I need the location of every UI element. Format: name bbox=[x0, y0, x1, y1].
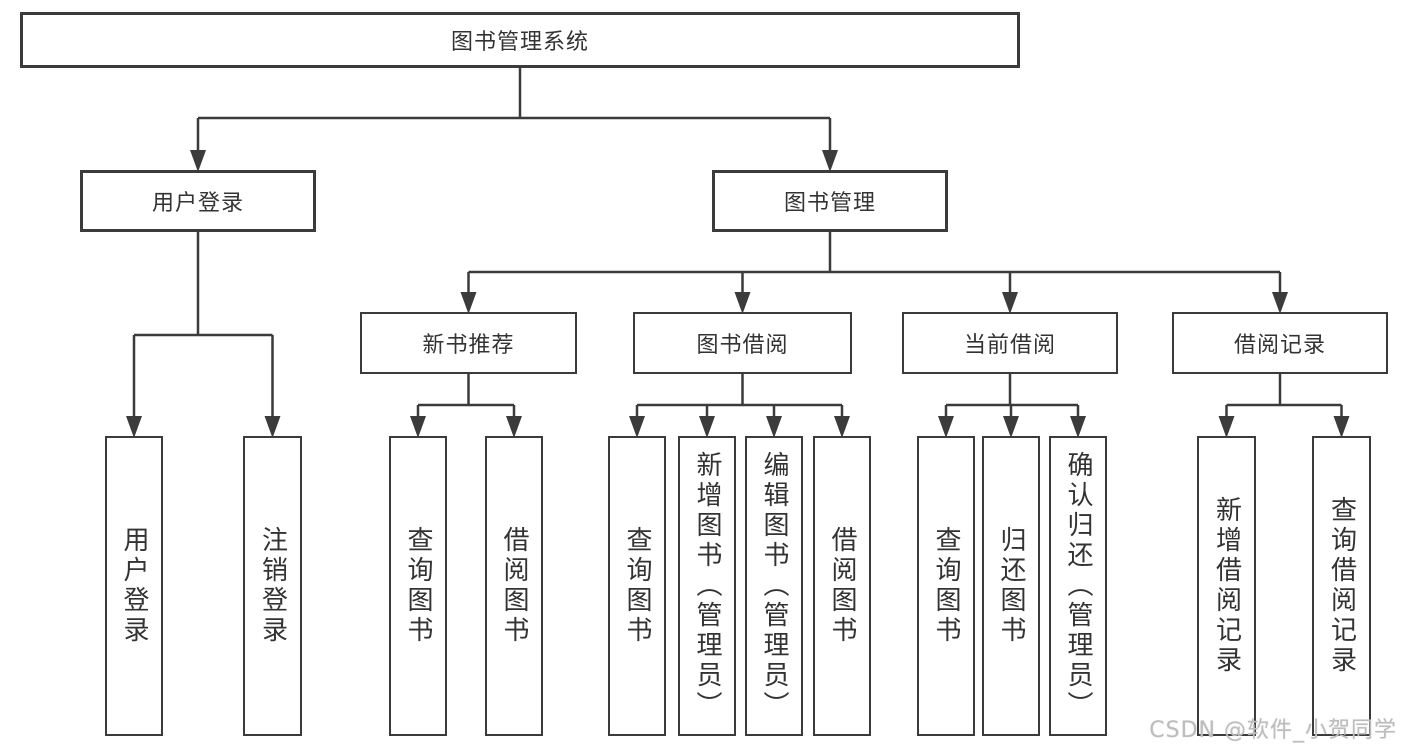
node-user-login: 用户登录 bbox=[80, 170, 316, 232]
node-leaf-logout: 注销登录 bbox=[243, 436, 302, 736]
node-leaf-log-query: 查询借阅记录 bbox=[1312, 436, 1371, 736]
node-label: 当前借阅 bbox=[963, 333, 1056, 358]
arrowhead-down-icon bbox=[938, 416, 954, 438]
node-leaf-bor-add: 新增图书（管理员） bbox=[678, 436, 736, 736]
node-label: 新增图书（管理员） bbox=[692, 451, 722, 721]
arrowhead-down-icon bbox=[699, 416, 715, 438]
node-label: 查询图书 bbox=[403, 526, 433, 646]
watermark: CSDN @软件_小贺同学 bbox=[1149, 718, 1397, 743]
arrowhead-down-icon bbox=[410, 416, 426, 438]
node-leaf-rec-borrow: 借阅图书 bbox=[485, 436, 543, 736]
arrowhead-down-icon bbox=[264, 416, 281, 438]
node-leaf-login: 用户登录 bbox=[105, 436, 163, 736]
arrowhead-down-icon bbox=[126, 416, 142, 438]
arrowhead-down-icon bbox=[1333, 416, 1350, 438]
node-book-mgmt: 图书管理 bbox=[712, 170, 948, 232]
node-label: 注销登录 bbox=[257, 526, 288, 646]
node-label: 图书管理 bbox=[783, 191, 876, 216]
node-current-borrow: 当前借阅 bbox=[902, 312, 1118, 374]
node-leaf-bor-query: 查询图书 bbox=[608, 436, 666, 736]
node-book-borrow: 图书借阅 bbox=[633, 312, 852, 374]
node-leaf-bor-edit: 编辑图书（管理员） bbox=[745, 436, 803, 736]
node-leaf-bor-borrow: 借阅图书 bbox=[813, 436, 871, 736]
node-leaf-log-add: 新增借阅记录 bbox=[1197, 436, 1256, 736]
node-label: 查询图书 bbox=[622, 526, 652, 646]
arrowhead-down-icon bbox=[1002, 292, 1018, 314]
arrowhead-down-icon bbox=[190, 150, 206, 172]
node-root: 图书管理系统 bbox=[20, 12, 1020, 68]
node-label: 确认归还（管理员） bbox=[1063, 451, 1093, 721]
arrowhead-down-icon bbox=[822, 150, 838, 172]
node-label: 图书借阅 bbox=[696, 333, 789, 358]
node-label: 用户登录 bbox=[151, 191, 244, 216]
node-label: 归还图书 bbox=[996, 526, 1026, 646]
arrowhead-down-icon bbox=[460, 292, 477, 314]
arrowhead-down-icon bbox=[834, 416, 850, 438]
arrowhead-down-icon bbox=[766, 416, 782, 438]
node-leaf-cur-confirm: 确认归还（管理员） bbox=[1049, 436, 1107, 736]
node-label: 查询借阅记录 bbox=[1326, 496, 1357, 676]
arrowhead-down-icon bbox=[1218, 416, 1235, 438]
node-label: 用户登录 bbox=[119, 526, 149, 646]
node-label: 图书管理系统 bbox=[450, 30, 589, 55]
node-label: 借阅图书 bbox=[827, 526, 857, 646]
node-label: 新书推荐 bbox=[422, 333, 515, 358]
arrowhead-down-icon bbox=[1272, 292, 1288, 314]
arrowhead-down-icon bbox=[506, 416, 522, 438]
arrowhead-down-icon bbox=[1070, 416, 1086, 438]
arrowhead-down-icon bbox=[629, 416, 645, 438]
arrowhead-down-icon bbox=[1003, 416, 1019, 438]
node-label: 编辑图书（管理员） bbox=[759, 451, 789, 721]
node-label: 借阅记录 bbox=[1233, 333, 1326, 358]
node-leaf-cur-return: 归还图书 bbox=[982, 436, 1040, 736]
node-label: 借阅图书 bbox=[499, 526, 529, 646]
node-label: 查询图书 bbox=[931, 526, 961, 646]
arrowhead-down-icon bbox=[734, 292, 751, 314]
node-new-book-rec: 新书推荐 bbox=[360, 312, 577, 374]
node-borrow-records: 借阅记录 bbox=[1172, 312, 1388, 374]
node-label: 新增借阅记录 bbox=[1211, 496, 1242, 676]
node-leaf-rec-query: 查询图书 bbox=[389, 436, 447, 736]
node-leaf-cur-query: 查询图书 bbox=[917, 436, 975, 736]
